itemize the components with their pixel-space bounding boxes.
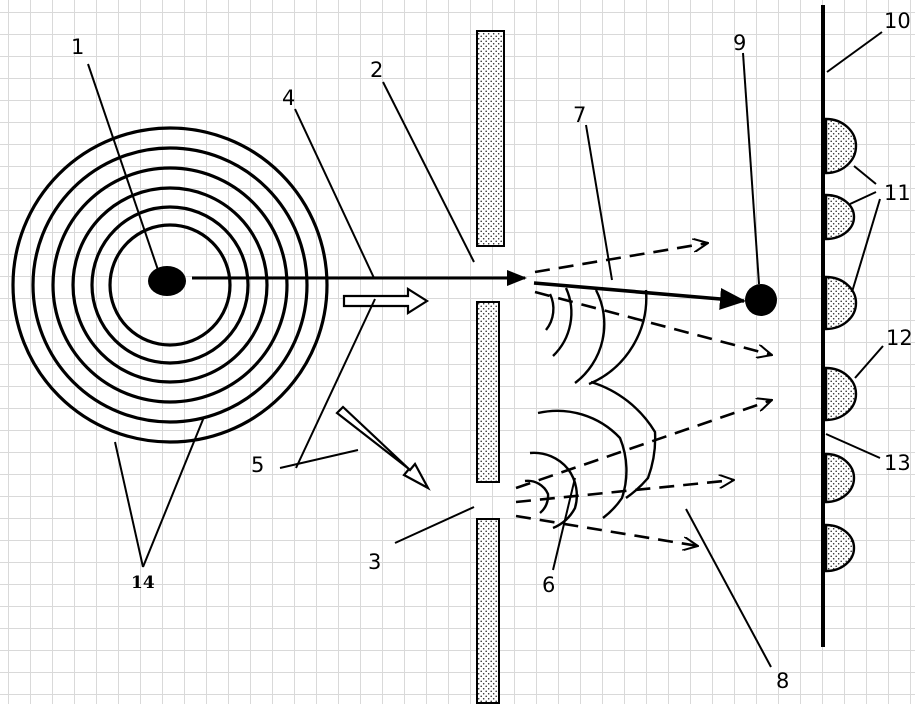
label-12: 12	[886, 326, 913, 350]
label-14: 14	[131, 573, 155, 593]
label-1: 1	[71, 35, 84, 59]
particle-dot	[745, 284, 777, 316]
hollow-arrow-horizontal	[344, 289, 427, 313]
label-6: 6	[542, 573, 555, 597]
label-10: 10	[884, 9, 911, 33]
detection-spots	[826, 119, 856, 571]
barrier-top	[477, 31, 504, 246]
label-8: 8	[776, 669, 789, 693]
hollow-arrow-diagonal	[337, 407, 428, 488]
barrier-middle	[477, 302, 499, 482]
lower-slit-dashed-rays	[516, 400, 772, 546]
label-7: 7	[573, 103, 586, 127]
upper-wave-arcs	[546, 288, 646, 384]
label-9: 9	[733, 31, 746, 55]
label-11: 11	[884, 181, 911, 205]
label-13: 13	[884, 451, 911, 475]
label-2: 2	[370, 58, 383, 82]
particle-trajectory-arrow	[534, 283, 744, 301]
label-4: 4	[282, 86, 295, 110]
barrier-bottom	[477, 519, 499, 703]
label-5: 5	[251, 453, 264, 477]
lower-wave-arcs	[525, 382, 655, 528]
label-3: 3	[368, 550, 381, 574]
source-dot	[148, 266, 186, 296]
